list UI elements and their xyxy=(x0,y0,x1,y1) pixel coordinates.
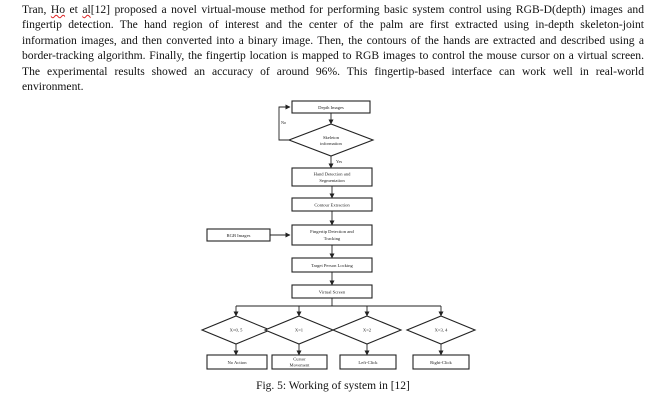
paragraph-line-3: information images, and then converted i… xyxy=(22,33,644,47)
skeleton-label-2: information xyxy=(320,141,342,146)
paragraph-line-6: environment. xyxy=(22,80,84,94)
depth-images-label: Depth Images xyxy=(318,105,344,110)
contour-extraction-label: Contour Extraction xyxy=(314,203,350,208)
no-action-box xyxy=(206,354,268,370)
yes-label: Yes xyxy=(336,159,342,164)
body-paragraph: Tran, Ho et al[12] proposed a novel virt… xyxy=(22,2,644,94)
cursor-movement-box xyxy=(271,354,328,370)
hand-detection-label-1: Hand Detection and xyxy=(314,172,351,177)
paragraph-line-4: border-tracking algorithm. Finally, the … xyxy=(22,49,644,63)
paragraph-line-2: fingertip detection. The hand region of … xyxy=(22,18,644,32)
target-locking-label: Target Person Locking xyxy=(311,263,353,268)
paragraph-line-5: The experimental results showed an accur… xyxy=(22,64,644,78)
condition-label-4: X=3, 4 xyxy=(435,328,449,334)
rgb-images-label: RGB Images xyxy=(227,233,251,238)
skeleton-label-1: Skeleton xyxy=(323,135,340,140)
left-click-label: Left-Click xyxy=(358,360,378,365)
fingertip-label-1: Fingertip Detection and xyxy=(310,229,354,234)
no-label: No xyxy=(281,120,286,125)
right-click-label: Right-Click xyxy=(430,360,452,365)
virtual-screen-label: Virtual Screen xyxy=(319,290,346,295)
cursor-movement-label-1: Cursor xyxy=(293,357,306,362)
condition-label-3: X=2 xyxy=(363,328,372,333)
right-click-box xyxy=(412,354,470,370)
no-action-label: No Action xyxy=(227,360,247,365)
fingertip-detection-box xyxy=(291,224,373,246)
arrow-no-loop xyxy=(278,104,291,141)
condition-label-2: X=1 xyxy=(295,328,304,333)
paragraph-line-1: Tran, Ho et al[12] proposed a novel virt… xyxy=(22,3,644,16)
left-click-box xyxy=(339,354,397,370)
author-ho: Ho xyxy=(50,3,66,16)
cursor-movement-label-2: Movement xyxy=(290,363,311,368)
condition-label-1: X=0, 5 xyxy=(230,328,244,334)
fingertip-label-2: Tracking xyxy=(324,236,341,241)
skeleton-decision-diamond xyxy=(287,123,375,157)
hand-detection-label-2: Segmentation xyxy=(319,178,345,183)
author-al: al xyxy=(82,3,91,16)
figure-caption: Fig. 5: Working of system in [12] xyxy=(256,380,410,392)
